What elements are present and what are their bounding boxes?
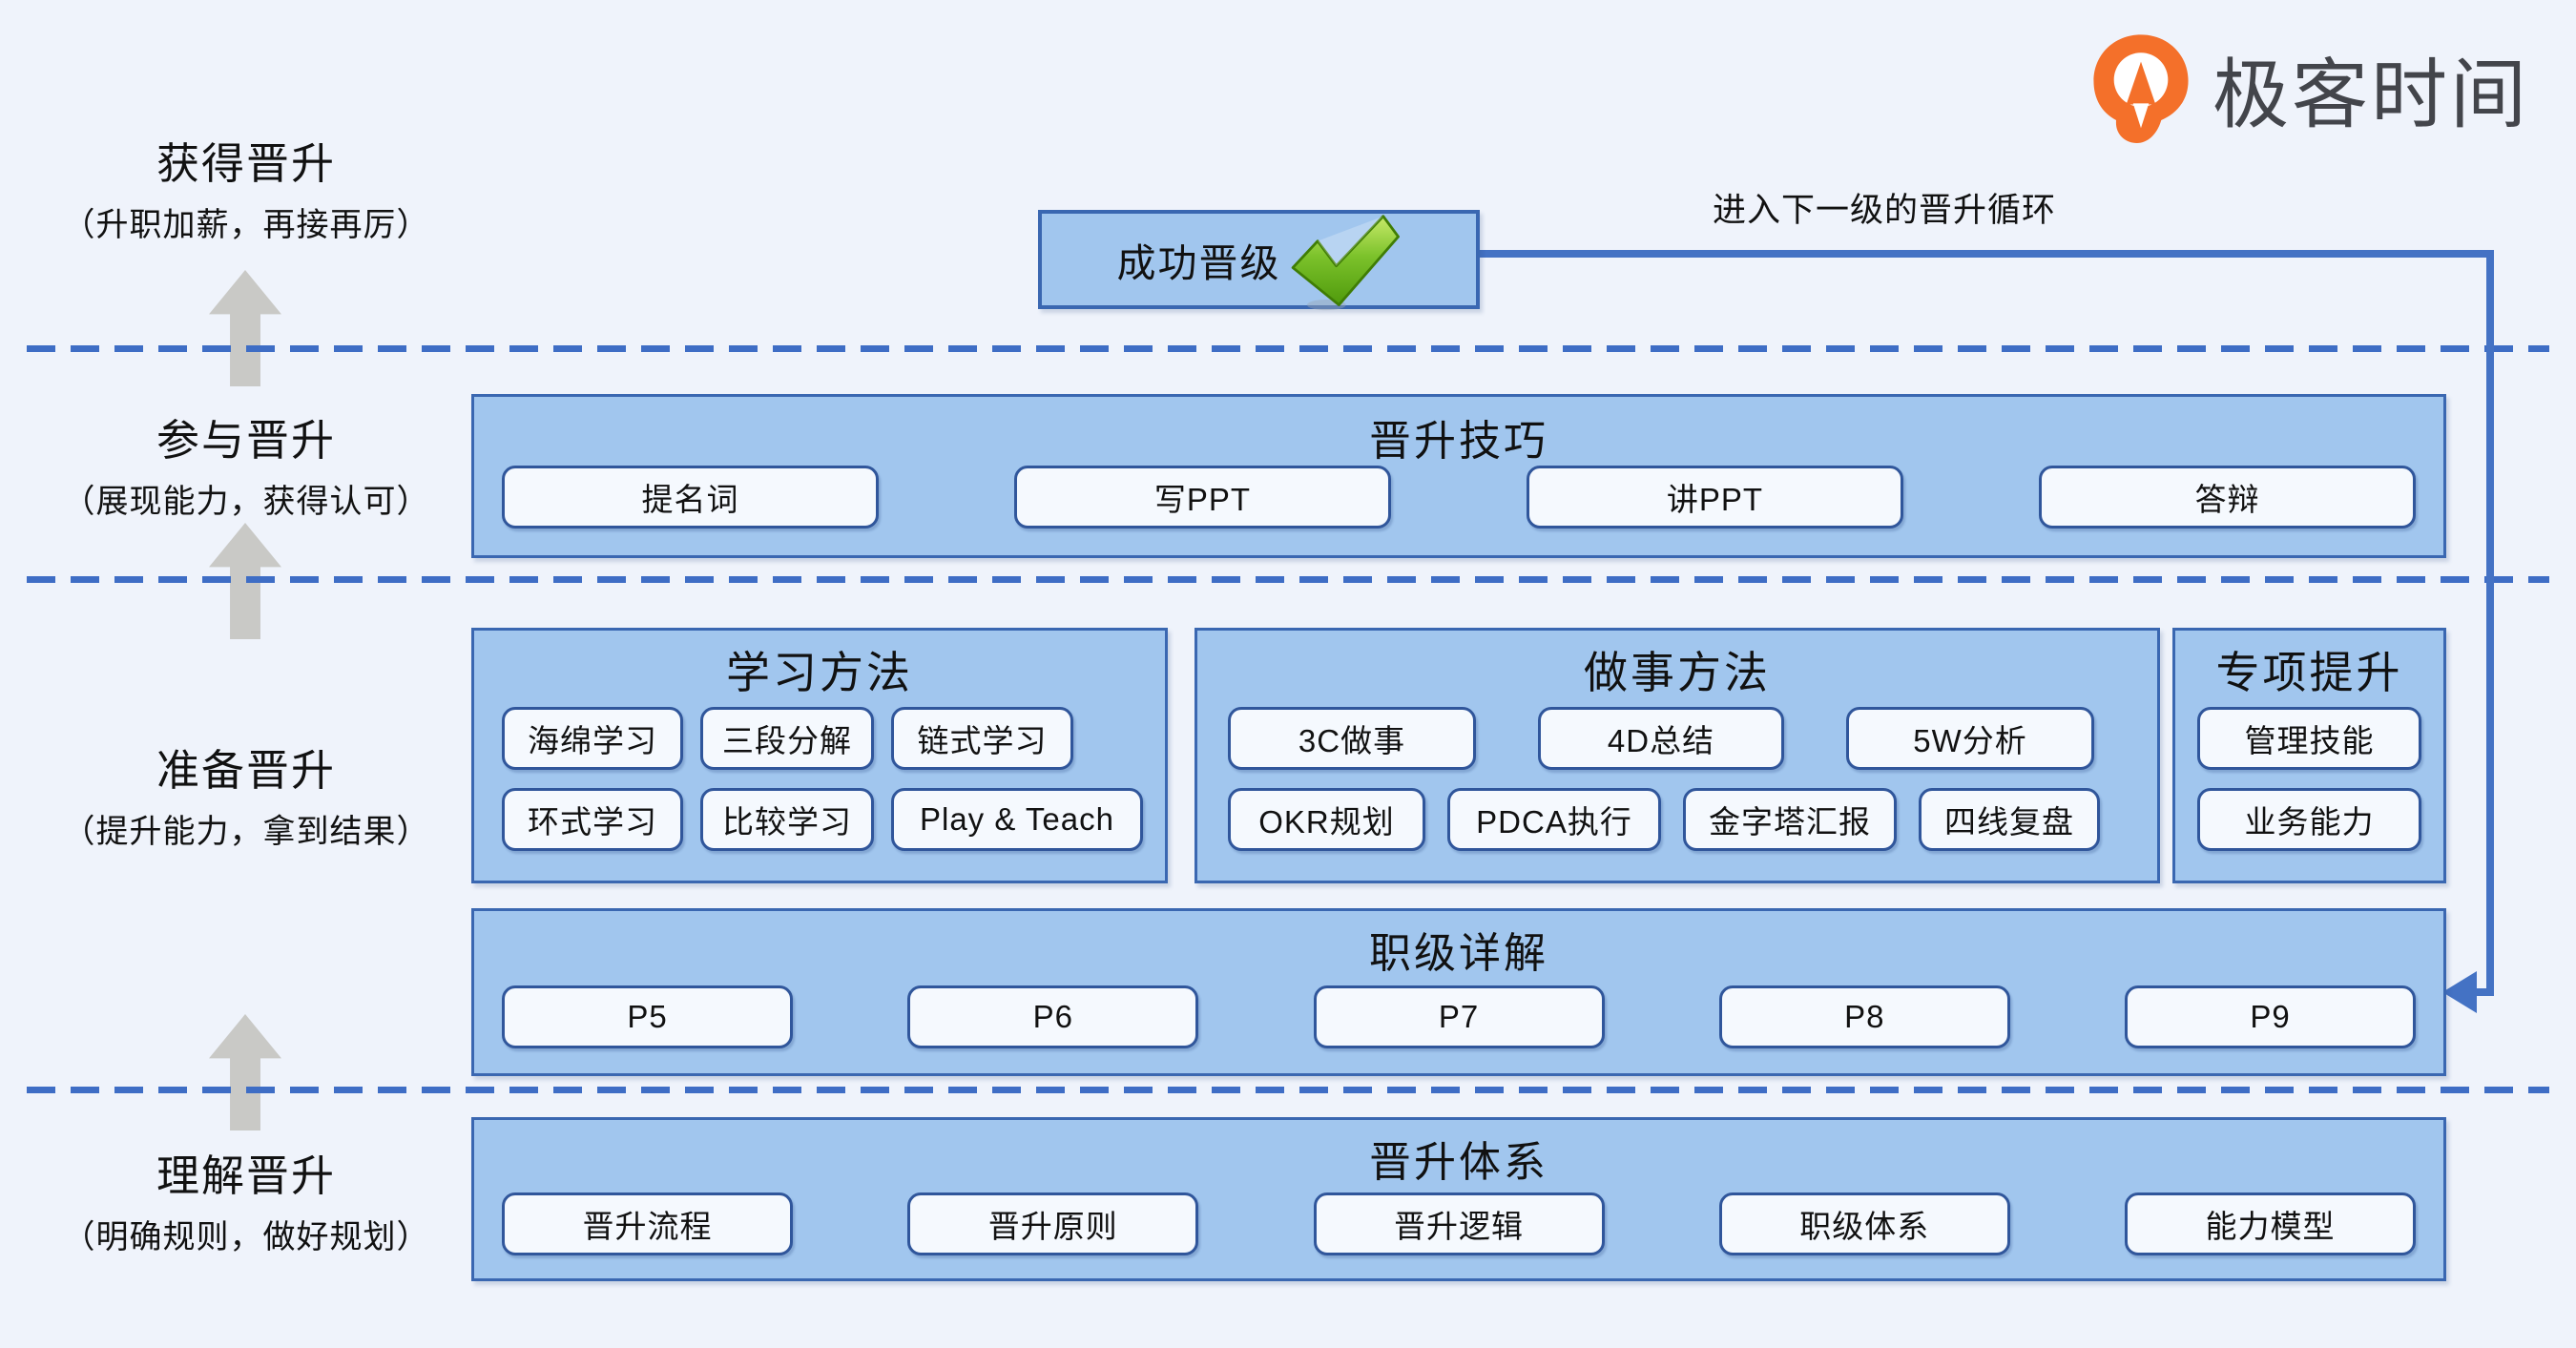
chip-链式学习: 链式学习 <box>891 707 1073 770</box>
chip-能力模型: 能力模型 <box>2125 1192 2416 1255</box>
chip-row: OKR规划 PDCA执行金字塔汇报四线复盘 <box>1197 788 2157 851</box>
chip-讲ppt: 讲PPT <box>1527 466 1903 529</box>
chip-p7: P7 <box>1313 985 1605 1048</box>
panel-title: 专项提升 <box>2215 648 2403 697</box>
chip-p8: P8 <box>1718 985 2010 1048</box>
chip-p9: P9 <box>2125 985 2416 1048</box>
brand-logo: 极客时间 <box>2085 32 2529 145</box>
chip-比较学习: 比较学习 <box>700 788 874 851</box>
chip-晋升流程: 晋升流程 <box>502 1192 793 1255</box>
chip-管理技能: 管理技能 <box>2197 707 2421 770</box>
chip-3c做事: 3C做事 <box>1228 707 1476 770</box>
chip-row: 3C做事 4D总结 5W分析 <box>1197 707 2157 770</box>
chip-金字塔汇报: 金字塔汇报 <box>1683 788 1897 851</box>
stage-desc: （提升能力，拿到结果） <box>62 813 430 850</box>
panel-title: 学习方法 <box>726 648 913 697</box>
up-arrow-icon <box>209 1014 281 1130</box>
chip-row: 提名词 写PPT 讲PPT 答辩 <box>474 466 2443 529</box>
chip-写ppt: 写PPT <box>1014 466 1391 529</box>
chip-业务能力: 业务能力 <box>2197 788 2421 851</box>
chip-play-&-teach: Play & Teach <box>891 788 1143 851</box>
stage-label-participate: 参与晋升 （展现能力，获得认可） <box>25 416 467 522</box>
stage-label-understand: 理解晋升 （明确规则，做好规划） <box>25 1151 467 1257</box>
geektime-pin-icon <box>2085 32 2197 145</box>
stage-name: 获得晋升 <box>156 139 336 188</box>
stage-name: 理解晋升 <box>156 1151 336 1200</box>
panel-level-details: 职级详解 P5 P6 P7 P8 P9 <box>471 908 2446 1076</box>
success-label: 成功晋级 <box>1116 241 1281 285</box>
chip-晋升原则: 晋升原则 <box>907 1192 1199 1255</box>
panel-special-improvement: 专项提升 管理技能 业务能力 <box>2172 628 2446 883</box>
up-arrow-icon <box>209 270 281 386</box>
panel-learning-methods: 学习方法 海绵学习三段分解链式学习 环式学习比较学习 Play & Teach <box>471 628 1168 883</box>
loop-line-vertical <box>2486 250 2494 996</box>
chip-环式学习: 环式学习 <box>502 788 683 851</box>
chip-pdca执行: PDCA执行 <box>1447 788 1661 851</box>
stage-desc: （升职加薪，再接再厉） <box>62 206 430 243</box>
loop-label: 进入下一级的晋升循环 <box>1712 192 2056 229</box>
chip-p6: P6 <box>907 985 1199 1048</box>
chip-row: 海绵学习三段分解链式学习 <box>474 707 1165 770</box>
chip-row: 环式学习比较学习 Play & Teach <box>474 788 1165 851</box>
chip-四线复盘: 四线复盘 <box>1919 788 2100 851</box>
success-box: 成功晋级 <box>1038 210 1480 312</box>
stage-desc: （展现能力，获得认可） <box>62 483 430 520</box>
chip-三段分解: 三段分解 <box>700 707 874 770</box>
chip-答辩: 答辩 <box>2039 466 2416 529</box>
chip-row: 管理技能 <box>2175 707 2443 770</box>
chip-row: 晋升流程 晋升原则 晋升逻辑 职级体系 能力模型 <box>474 1192 2443 1255</box>
stage-name: 参与晋升 <box>156 416 336 465</box>
chip-海绵学习: 海绵学习 <box>502 707 683 770</box>
stage-label-prepare: 准备晋升 （提升能力，拿到结果） <box>25 746 467 852</box>
stage-name: 准备晋升 <box>156 746 336 795</box>
green-check-icon <box>1285 213 1402 312</box>
chip-5w分析: 5W分析 <box>1846 707 2094 770</box>
chip-提名词: 提名词 <box>502 466 879 529</box>
panel-working-methods: 做事方法 3C做事 4D总结 5W分析 OKR规划 PDCA执行金字塔汇报四线复盘 <box>1195 628 2160 883</box>
chip-职级体系: 职级体系 <box>1718 1192 2010 1255</box>
chip-row: 业务能力 <box>2175 788 2443 851</box>
panel-title: 做事方法 <box>1584 648 1771 697</box>
panel-title: 晋升体系 <box>1369 1139 1548 1186</box>
brand-name: 极客时间 <box>2212 52 2529 137</box>
chip-row: P5 P6 P7 P8 P9 <box>474 985 2443 1048</box>
dashed-divider <box>27 1087 2549 1093</box>
dashed-divider <box>27 576 2549 583</box>
stage-desc: （明确规则，做好规划） <box>62 1218 430 1255</box>
panel-title: 职级详解 <box>1369 930 1548 977</box>
chip-okr规划: OKR规划 <box>1228 788 1425 851</box>
chip-p5: P5 <box>502 985 793 1048</box>
loop-line-elbow <box>2475 988 2494 996</box>
loop-line-horizontal <box>1480 250 2494 258</box>
panel-promotion-skills: 晋升技巧 提名词 写PPT 讲PPT 答辩 <box>471 394 2446 558</box>
panel-title: 晋升技巧 <box>1369 418 1548 465</box>
panel-promotion-system: 晋升体系 晋升流程 晋升原则 晋升逻辑 职级体系 能力模型 <box>471 1117 2446 1281</box>
stage-label-obtain: 获得晋升 （升职加薪，再接再厉） <box>25 139 467 245</box>
loop-arrowhead-icon <box>2442 971 2477 1013</box>
chip-晋升逻辑: 晋升逻辑 <box>1313 1192 1605 1255</box>
chip-4d总结: 4D总结 <box>1538 707 1784 770</box>
dashed-divider <box>27 345 2549 352</box>
